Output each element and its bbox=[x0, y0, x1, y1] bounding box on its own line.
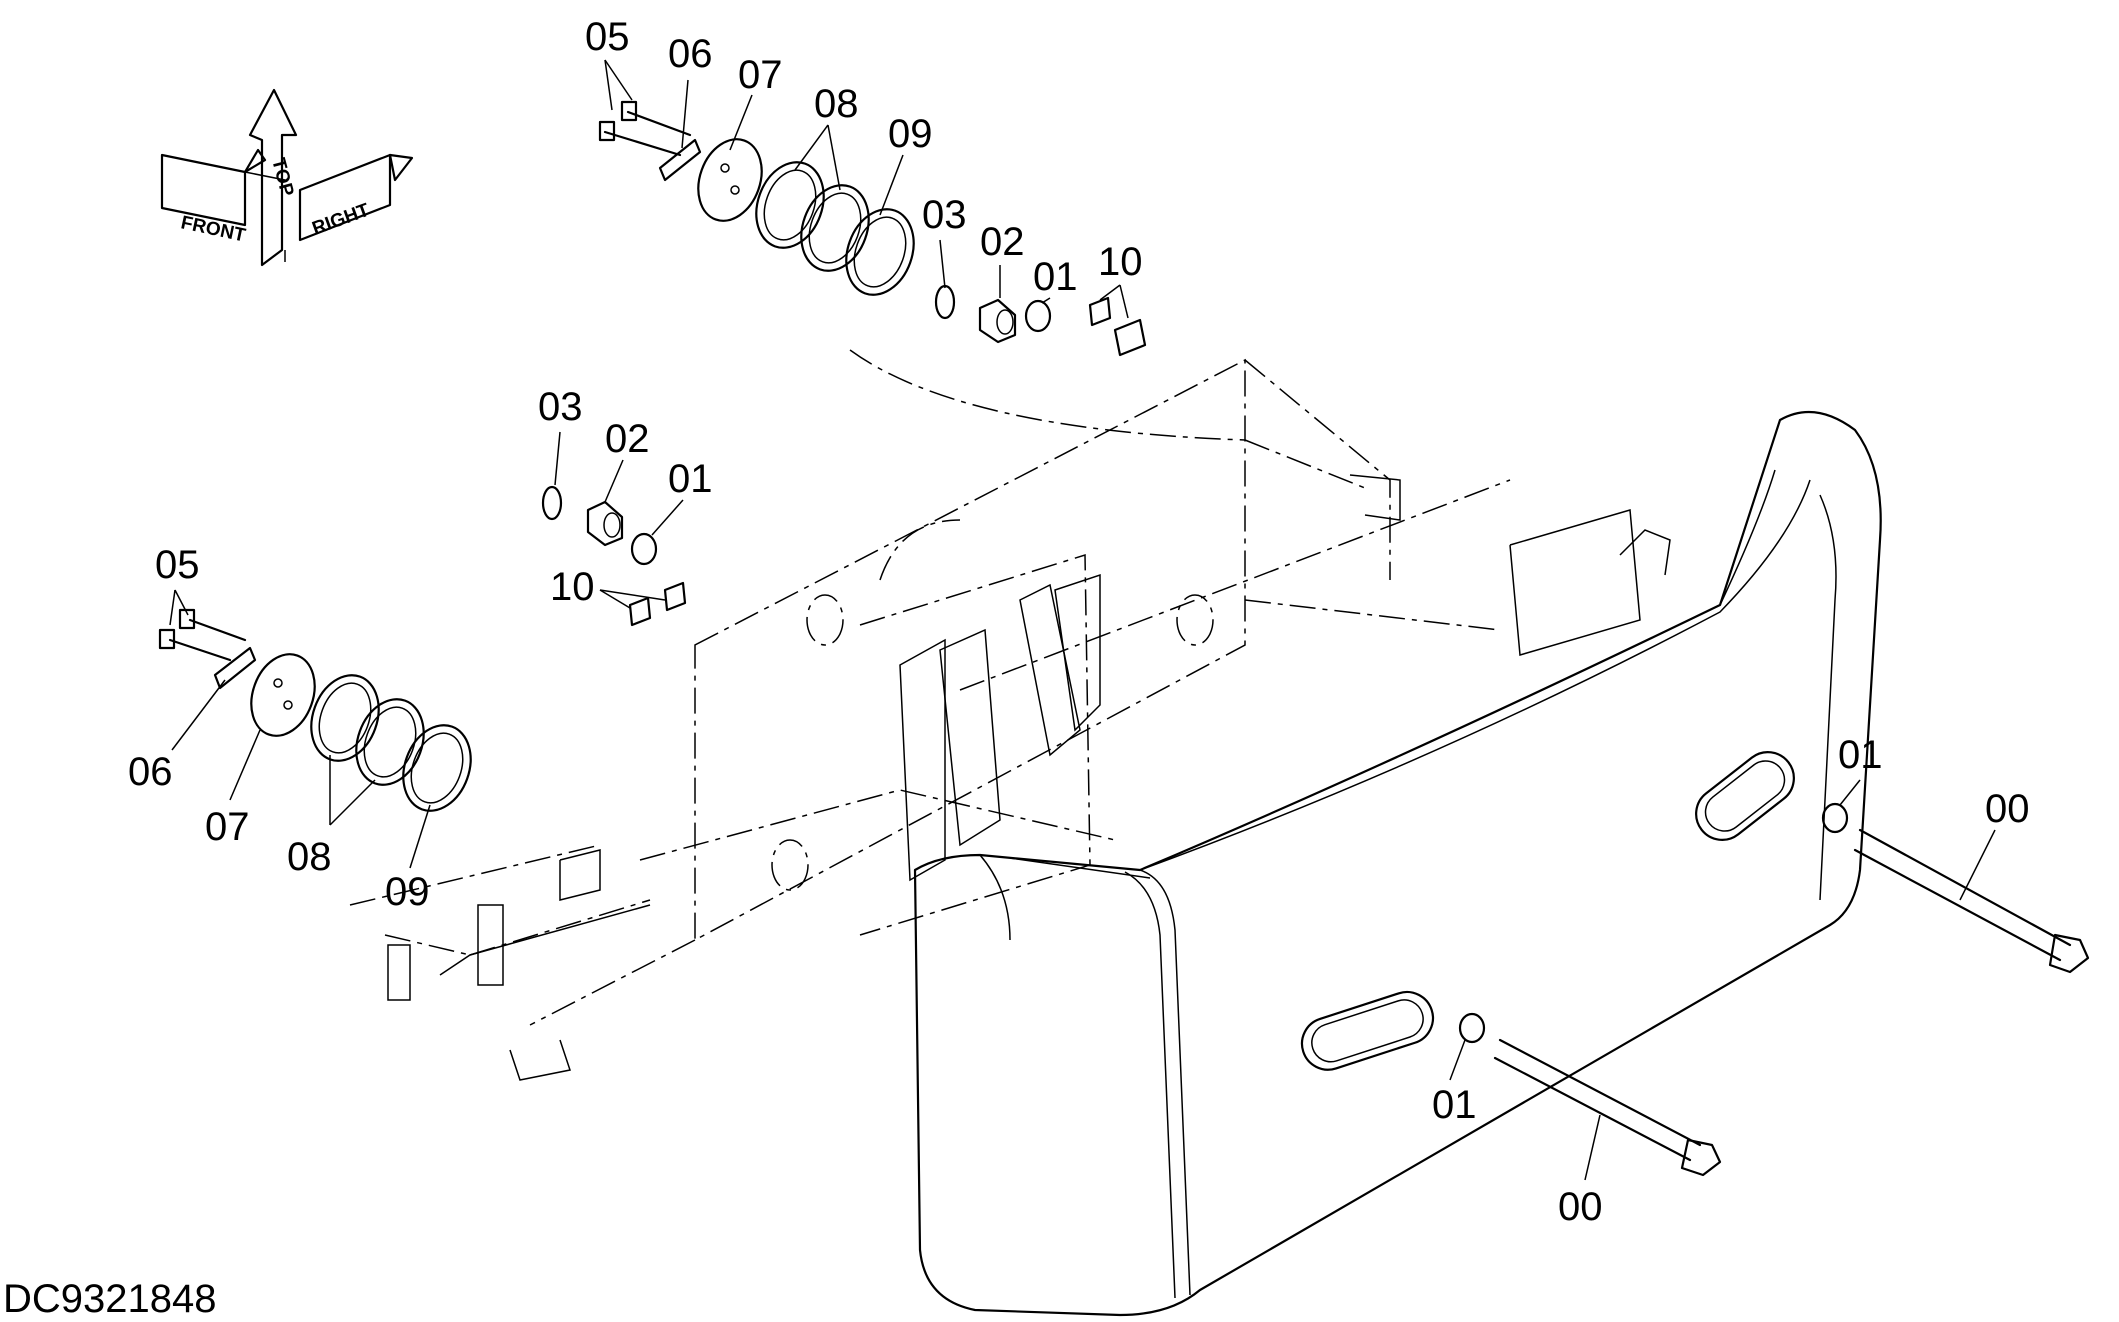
cover-07-mid bbox=[250, 653, 316, 737]
callout-01-left: 01 bbox=[1432, 1083, 1477, 1127]
frame bbox=[349, 349, 1511, 1081]
nut-02-mid bbox=[586, 500, 624, 547]
counterweight bbox=[913, 410, 1882, 1317]
plate-06-mid bbox=[213, 646, 257, 690]
snap-ring-03-mid bbox=[541, 485, 563, 521]
washer-01-top bbox=[1024, 299, 1052, 333]
washer-01-right bbox=[1821, 802, 1849, 834]
washer-01-left bbox=[1458, 1012, 1486, 1044]
callout-08-top: 08 bbox=[814, 82, 859, 126]
callout-00-left: 00 bbox=[1558, 1185, 1603, 1229]
callout-09-top: 09 bbox=[888, 112, 933, 156]
shim-09-top bbox=[845, 208, 915, 296]
plate-06-top bbox=[658, 138, 702, 182]
cover-07-top bbox=[697, 138, 763, 222]
brackets-10-top bbox=[1088, 296, 1147, 357]
callout-10-mid: 10 bbox=[550, 565, 595, 609]
pin-left bbox=[1493, 1038, 1722, 1177]
callout-01-right: 01 bbox=[1838, 733, 1883, 777]
callout-07-top: 07 bbox=[738, 53, 783, 97]
callout-02-mid: 02 bbox=[605, 417, 650, 461]
pin-right bbox=[1853, 828, 2090, 974]
top-label: TOP bbox=[267, 156, 297, 199]
right-label: RIGHT bbox=[310, 200, 373, 240]
callout-05-top: 05 bbox=[585, 15, 630, 59]
callout-06-top: 06 bbox=[668, 32, 713, 76]
callout-10-top: 10 bbox=[1098, 240, 1143, 284]
nut-02-top bbox=[978, 298, 1017, 344]
callout-01-top: 01 bbox=[1033, 255, 1078, 299]
callout-09-mid: 09 bbox=[385, 870, 430, 914]
shim-09-mid bbox=[402, 724, 472, 812]
brackets-10-mid bbox=[628, 581, 687, 627]
orientation-indicator: FRONT TOP RIGHT bbox=[160, 88, 414, 267]
washer-01-mid bbox=[630, 532, 658, 566]
callout-08-mid: 08 bbox=[287, 835, 332, 879]
callout-01-mid: 01 bbox=[668, 457, 713, 501]
shims-08-mid bbox=[310, 674, 425, 786]
snap-ring-03-top bbox=[934, 284, 956, 320]
bolts-05-top bbox=[598, 100, 692, 157]
callout-06-mid: 06 bbox=[128, 750, 173, 794]
leader-lines bbox=[169, 59, 1996, 1181]
callout-00-right: 00 bbox=[1985, 787, 2030, 831]
callout-03-top: 03 bbox=[922, 193, 967, 237]
callout-07-mid: 07 bbox=[205, 805, 250, 849]
callout-05-mid: 05 bbox=[155, 543, 200, 587]
shims-08-top bbox=[755, 161, 870, 272]
bolts-05-mid bbox=[158, 608, 247, 662]
callout-03-mid: 03 bbox=[538, 385, 583, 429]
callout-02-top: 02 bbox=[980, 220, 1025, 264]
drawing-code: DC9321848 bbox=[3, 1277, 217, 1321]
